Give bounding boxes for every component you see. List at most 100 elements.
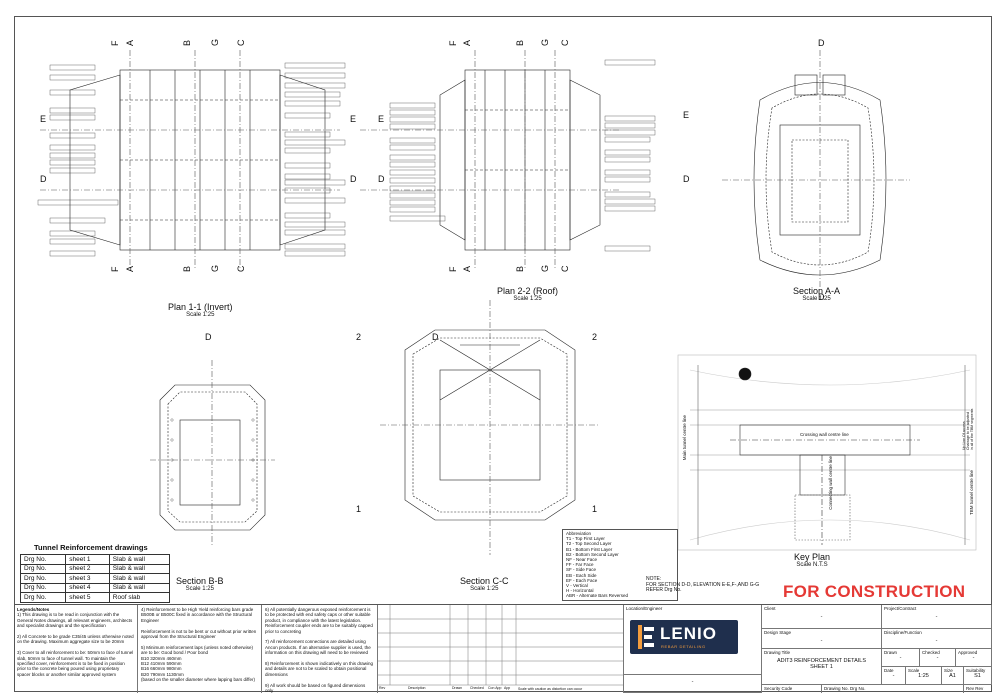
marker-f-top-1: F (110, 40, 120, 46)
marker-d-top-a: D (818, 38, 825, 48)
plan-1-1-title: Plan 1-1 (Invert)Scale 1:25 (168, 302, 233, 318)
abbreviation-item: SF - Side Face (566, 567, 597, 573)
revision-header-cell: Description (408, 686, 426, 690)
drawings-table-cell: sheet 4 (65, 582, 110, 593)
lenio-logo-mark-icon (638, 625, 654, 649)
marker-d-left-2: D (378, 174, 385, 184)
lenio-logo: LENIO REBAR DETAILING (630, 620, 738, 654)
section-a-a-drawing (722, 50, 910, 290)
marker-c-bot-2: C (560, 265, 570, 272)
drawings-table-cell: sheet 5 (65, 592, 110, 603)
marker-f-bot-1: F (110, 266, 120, 272)
marker-2-left: 2 (356, 332, 361, 342)
section-b-b-drawing (150, 360, 275, 545)
drawings-table-cell: Drg No. (19, 554, 67, 565)
marker-d-right-1: D (350, 174, 357, 184)
bottom-left-cell: - (624, 675, 762, 693)
drawings-table-cell: Slab & wall (108, 554, 171, 565)
revision-header-cell: Con App (488, 686, 502, 690)
marker-b-bot-2: B (515, 266, 525, 272)
key-plan-main-tunnel-label: Main tunnel centre line (682, 415, 687, 461)
drawings-table-cell: sheet 1 (65, 554, 110, 565)
abbreviation-item: ABR - Alternate Bars Reversed (566, 593, 629, 599)
key-plan-connecting-label: Connecting wall centre line (828, 456, 833, 510)
marker-c-top-1: C (236, 39, 246, 46)
abbreviation-item: EF - Each Face (566, 577, 598, 583)
abbreviation-item: T2 - Top Second Layer (566, 541, 612, 547)
marker-a-bot-1: A (125, 266, 135, 272)
drawings-table-cell: Drg No. (19, 563, 67, 574)
marker-b-top-1: B (182, 40, 192, 46)
marker-b-bot-1: B (182, 266, 192, 272)
marker-d-top-b: D (205, 332, 212, 342)
section-note: NOTE: FOR SECTION D-D, ELEVATION E-E,F-,… (646, 576, 760, 594)
marker-g-top-1: G (210, 39, 220, 46)
logo-subtext: REBAR DETAILING (661, 644, 706, 649)
revision-header-cell: App (504, 686, 511, 690)
drawings-table-cell: Slab & wall (108, 582, 171, 593)
revision-header-cell: Rev (379, 686, 386, 690)
plan-2-2-title: Plan 2-2 (Roof)Scale 1:25 (497, 286, 559, 302)
marker-e-left-2: E (378, 114, 384, 124)
revision-note: Scale with caution as distortion can occ… (518, 687, 583, 691)
design-stage-cell: Design Stage- (762, 629, 882, 649)
drawings-table-cell: Slab & wall (108, 573, 171, 584)
marker-d-right-2: D (683, 174, 690, 184)
notes-column-3: 6) All potentially dangerous exposed rei… (262, 605, 378, 693)
marker-g-bot-2: G (540, 265, 550, 272)
discipline-cell: Discipline/Function- (882, 629, 992, 649)
marker-d-left-1: D (40, 174, 47, 184)
marker-a-bot-2: A (462, 266, 472, 272)
drawing-border (14, 16, 992, 692)
drawings-table-cell: Drg No. (19, 582, 67, 593)
marker-e-right-1: E (350, 114, 356, 124)
marker-1-left: 1 (356, 504, 361, 514)
abbreviation-item: T1 - Top First Layer (566, 536, 605, 542)
drawings-table-cell: sheet 3 (65, 573, 110, 584)
drawings-table-cell: Drg No. (19, 592, 67, 603)
marker-a-top-1: A (125, 40, 135, 46)
drawings-table-cell: Drg No. (19, 573, 67, 584)
abbreviation-item: B2 - Bottom Second Layer (566, 551, 619, 557)
marker-f-bot-2: F (448, 266, 458, 272)
key-plan-tbm-label: TBM tunnel centre line (969, 470, 974, 516)
revision-header-cell: Drawn (452, 686, 463, 690)
key-plan-crossing-label: Crossing wall centre line (800, 432, 849, 437)
rev-cell: Rev Rev (966, 686, 984, 691)
drawings-table-title: Tunnel Reinforcement drawings (34, 543, 148, 552)
date-cell: Date- (882, 667, 906, 685)
abbreviation-item: EB - Each Side (566, 572, 597, 578)
marker-f-top-2: F (448, 40, 458, 46)
plan-1-1-drawing (37, 50, 346, 270)
marker-c-top-2: C (560, 39, 570, 46)
marker-g-top-2: G (540, 39, 550, 46)
marker-c-bot-1: C (236, 265, 246, 272)
drawn-cell: Drawn- (882, 649, 920, 667)
drawings-table-cell: Slab & wall (108, 563, 171, 574)
marker-a-top-2: A (462, 40, 472, 46)
section-c-c-drawing (380, 300, 600, 555)
client-cell: Client- (762, 605, 882, 629)
abbreviation-title: Abbreviation (566, 531, 592, 536)
abbreviation-item: FF - Far Face (566, 562, 594, 568)
marker-d-bot-a: D (818, 292, 825, 302)
security-cell: Security Code (762, 685, 822, 693)
drawings-table-cell: sheet 2 (65, 563, 110, 574)
approved-cell: Approved- (956, 649, 992, 667)
for-construction-stamp: FOR CONSTRUCTION (783, 582, 966, 601)
